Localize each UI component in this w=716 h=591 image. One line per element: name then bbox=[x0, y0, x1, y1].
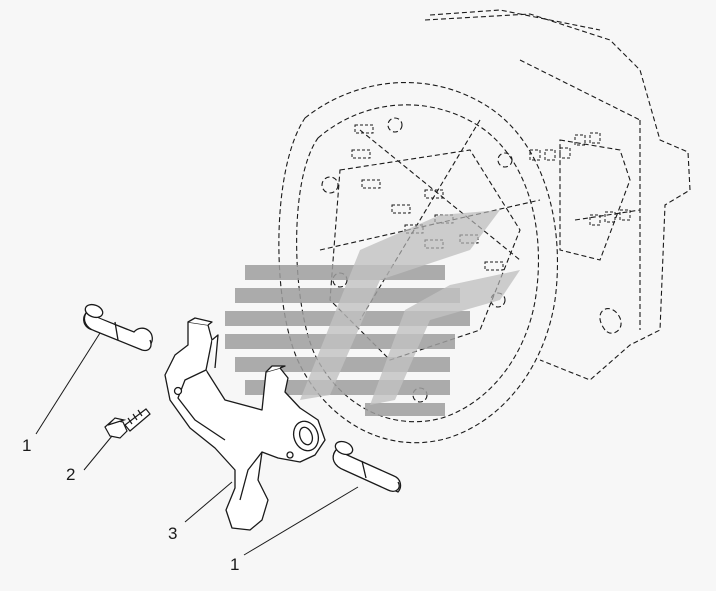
pin-upper bbox=[83, 303, 153, 352]
shift-fork bbox=[164, 317, 326, 531]
bolt bbox=[104, 408, 151, 439]
striped-logo-watermark bbox=[225, 210, 520, 416]
leader-lines bbox=[35, 332, 359, 556]
callout-1-upper-pin: 1 bbox=[22, 436, 32, 455]
callout-3-shift-fork: 3 bbox=[168, 524, 178, 543]
callout-1-lower-pin: 1 bbox=[230, 555, 240, 574]
pin-lower bbox=[332, 440, 402, 493]
callout-2-bolt: 2 bbox=[66, 465, 76, 484]
